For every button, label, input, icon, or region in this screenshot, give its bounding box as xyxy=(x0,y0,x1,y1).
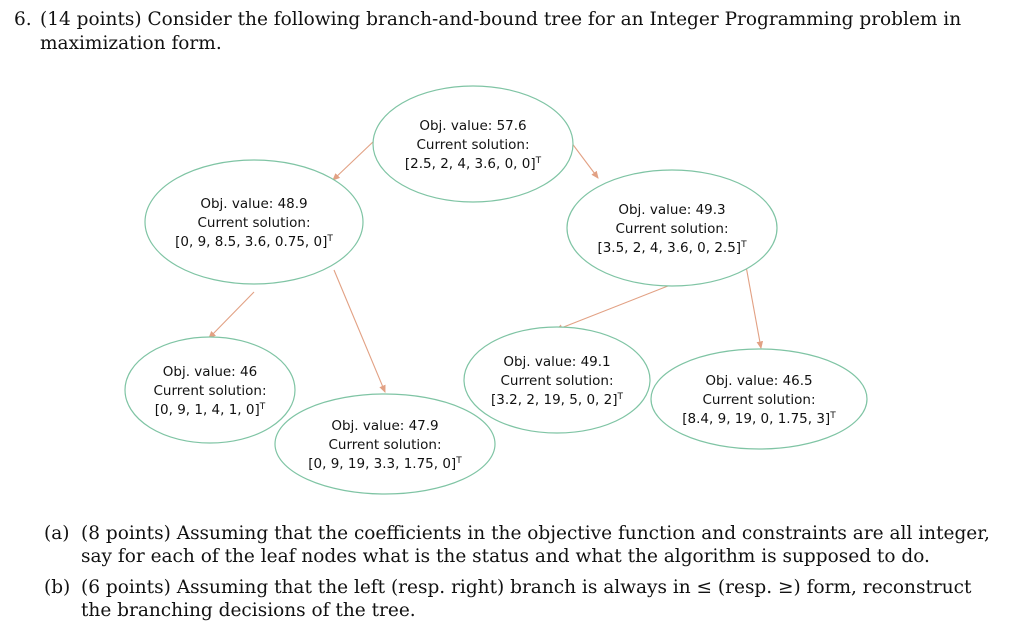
part-a-text: (8 points) Assuming that the coefficient… xyxy=(81,523,990,567)
edge-right-to-right-left xyxy=(554,283,674,331)
current-solution-label: Current solution: xyxy=(328,437,441,453)
edge-right-to-right-right xyxy=(745,265,764,350)
obj-value: Obj. value: 47.9 xyxy=(331,418,438,434)
node-ellipse xyxy=(463,326,651,434)
obj-value: Obj. value: 48.9 xyxy=(200,196,307,212)
question: 6. (14 points) Consider the following br… xyxy=(14,8,1004,56)
part-a-label: (a) xyxy=(44,523,70,544)
node-ellipse xyxy=(144,159,364,285)
current-solution-label: Current solution: xyxy=(615,221,728,237)
question-text: (14 points) Consider the following branc… xyxy=(40,9,962,54)
transpose-superscript: T xyxy=(455,456,462,466)
obj-value: Obj. value: 49.1 xyxy=(503,354,610,370)
current-solution-label: Current solution: xyxy=(153,383,266,399)
current-solution-label: Current solution: xyxy=(702,392,815,408)
solution-vector: [0, 9, 8.5, 3.6, 0.75, 0]T xyxy=(175,234,333,250)
solution-vector: [3.2, 2, 19, 5, 0, 2]T xyxy=(491,392,623,408)
current-solution-label: Current solution: xyxy=(500,373,613,389)
transpose-superscript: T xyxy=(740,240,747,250)
node-ellipse xyxy=(372,85,574,203)
transpose-superscript: T xyxy=(326,234,333,244)
solution-vector: [8.4, 9, 19, 0, 1.75, 3]T xyxy=(682,411,836,427)
node-ellipse xyxy=(650,348,868,450)
edge-root-to-right xyxy=(570,141,599,179)
node-ellipse xyxy=(274,393,496,495)
solution-vector: [0, 9, 1, 4, 1, 0]T xyxy=(155,402,266,418)
current-solution-label: Current solution: xyxy=(197,215,310,231)
part-a: (a) (8 points) Assuming that the coeffic… xyxy=(44,522,994,568)
transpose-superscript: T xyxy=(829,411,836,421)
solution-vector: [0, 9, 19, 3.3, 1.75, 0]T xyxy=(308,456,462,472)
obj-value: Obj. value: 49.3 xyxy=(618,202,725,218)
node-ellipse xyxy=(566,169,778,287)
edge-left-to-left-left xyxy=(208,291,255,339)
part-b: (b) (6 points) Assuming that the left (r… xyxy=(44,576,994,622)
transpose-superscript: T xyxy=(259,402,266,412)
obj-value: Obj. value: 46.5 xyxy=(705,373,812,389)
edge-root-to-left xyxy=(332,139,376,181)
current-solution-label: Current solution: xyxy=(416,137,529,153)
transpose-superscript: T xyxy=(535,156,542,166)
node-ellipse xyxy=(124,336,296,444)
solution-vector: [2.5, 2, 4, 3.6, 0, 0]T xyxy=(405,156,542,172)
part-b-label: (b) xyxy=(44,577,71,598)
part-b-text: (6 points) Assuming that the left (resp.… xyxy=(81,577,972,621)
edge-left-to-left-right xyxy=(333,269,386,394)
node-left-left: Obj. value: 46 Current solution: [0, 9, 1,… xyxy=(124,336,296,444)
question-parts: (a) (8 points) Assuming that the coeffic… xyxy=(44,522,994,630)
obj-value: Obj. value: 57.6 xyxy=(419,118,526,134)
transpose-superscript: T xyxy=(616,392,623,402)
question-number: 6. xyxy=(14,9,32,30)
obj-value: Obj. value: 46 xyxy=(163,364,257,380)
solution-vector: [3.5, 2, 4, 3.6, 0, 2.5]T xyxy=(597,240,747,256)
